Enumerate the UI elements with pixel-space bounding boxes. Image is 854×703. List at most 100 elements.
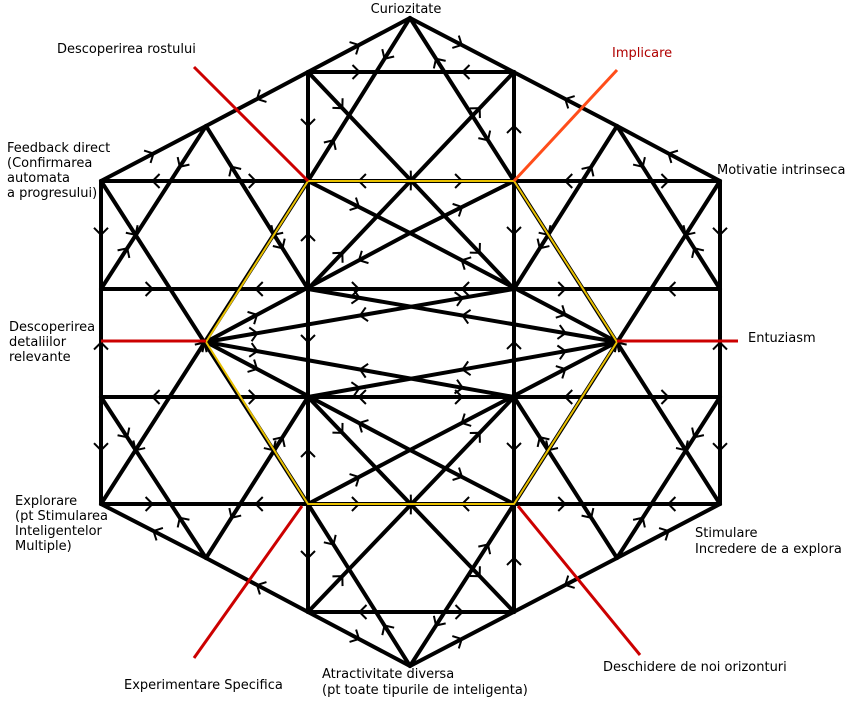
arrow-chevron	[255, 89, 267, 103]
arrow-chevron	[248, 173, 258, 189]
arrow-chevron	[581, 507, 595, 519]
arrow-chevron	[536, 238, 550, 250]
arrow-chevron	[228, 507, 242, 519]
lattice-edge-35	[512, 395, 619, 560]
arrow-chevron	[144, 496, 154, 512]
arrow-chevron	[563, 575, 575, 589]
pointer-implicare	[512, 68, 619, 183]
arrow-chevron	[255, 581, 267, 595]
arrow-chevron	[452, 635, 464, 649]
arrow-chevron	[667, 496, 677, 512]
arrow-chevron	[461, 308, 472, 325]
arrow-chevron	[658, 527, 670, 541]
arrow-chevron	[563, 95, 575, 109]
arrow-chevron	[461, 360, 472, 376]
label-stimulare: Stimulare Incredere de a explora	[695, 526, 842, 557]
arrow-chevron	[667, 149, 679, 164]
direction-arrows	[93, 35, 728, 649]
arrow-chevron	[563, 389, 573, 405]
label-feedback-line-4: a progresului)	[7, 186, 97, 201]
arrow-chevron	[682, 224, 696, 237]
arrow-chevron	[506, 124, 522, 134]
label-explorare-line-2: (pt Stimularea	[15, 509, 108, 524]
arrow-chevron	[332, 251, 344, 263]
arrow-chevron	[350, 289, 361, 305]
label-explorare: Explorare (pt Stimularea Inteligentelor …	[15, 494, 112, 554]
arrow-chevron	[247, 359, 259, 373]
pointer-deschidere-orizonturi	[516, 505, 642, 656]
arrow-chevron	[350, 381, 361, 397]
lattice-edge-27	[204, 124, 310, 291]
label-descoperirea-detaliilor: Descoperirea detaliilor relevante	[9, 320, 99, 365]
label-explorare-line-1: Explorare	[15, 494, 77, 509]
label-entuziasm: Entuziasm	[748, 331, 816, 346]
arrow-chevron	[300, 550, 316, 560]
lattice-edge-26	[99, 124, 208, 291]
arrow-chevron	[300, 118, 316, 128]
arrow-chevron	[117, 427, 131, 439]
arrow-chevron	[555, 304, 567, 319]
label-motivatie-intrinseca: Motivatie intrinseca	[717, 163, 845, 178]
arrow-chevron	[660, 173, 670, 189]
label-atractivitate-diversa: Atractivitate diversa (pt toate tipurile…	[322, 667, 528, 698]
arrow-chevron	[452, 35, 464, 49]
arrow-chevron	[453, 379, 465, 395]
arrow-chevron	[632, 516, 646, 528]
arrow-chevron	[93, 442, 109, 452]
arrow-chevron	[247, 310, 259, 325]
pointer-descoperirea-rostului	[192, 65, 310, 183]
arrow-chevron	[248, 389, 258, 405]
arrow-chevron	[323, 534, 337, 546]
label-descoperirea-rostului: Descoperirea rostului	[57, 42, 196, 57]
arrow-chevron	[351, 281, 361, 297]
arrow-chevron	[452, 202, 464, 217]
arrow-chevron	[691, 247, 705, 259]
arrow-chevron	[357, 389, 367, 405]
label-implicare: Implicare	[612, 46, 672, 61]
arrow-chevron	[152, 527, 164, 541]
label-deschidere-orizonturi: Deschidere de noi orizonturi	[603, 660, 787, 675]
arrow-chevron	[469, 566, 481, 578]
arrow-chevron	[228, 165, 242, 177]
label-feedback-line-3: automata	[7, 171, 70, 186]
pointer-experimentare-specifica	[192, 505, 304, 659]
arrow-chevron	[254, 496, 264, 512]
arrow-chevron	[151, 173, 161, 189]
arrow-chevron	[469, 107, 481, 119]
arrow-chevron	[125, 224, 139, 237]
arrow-chevron	[272, 238, 286, 250]
arrow-chevron	[712, 227, 728, 237]
arrow-chevron	[556, 344, 567, 360]
lattice-edge-18	[306, 16, 412, 183]
label-atractivitate-line-1: Atractivitate diversa	[322, 667, 454, 682]
label-explorare-line-3: Inteligentelor	[15, 524, 103, 539]
arrow-chevron	[323, 139, 337, 151]
label-stimulare-line-2: Incredere de a explora	[695, 542, 842, 557]
label-detalii-line-2: detaliilor	[9, 335, 67, 350]
arrow-chevron	[675, 440, 689, 452]
arrow-chevron	[349, 41, 361, 55]
arrow-chevron	[300, 448, 316, 458]
arrow-chevron	[381, 48, 395, 60]
arrow-chevron	[563, 173, 573, 189]
arrow-chevron	[461, 64, 471, 80]
arrow-chevron	[478, 130, 492, 142]
arrow-chevron	[460, 256, 472, 271]
arrow-chevron	[117, 247, 131, 259]
label-experimentare-specifica: Experimentare Specifica	[124, 678, 283, 693]
label-atractivitate-line-2: (pt toate tipurile de inteligenta)	[322, 683, 528, 698]
arrow-chevron	[300, 232, 316, 242]
label-curiozitate: Curiozitate	[371, 2, 442, 17]
arrow-chevron	[132, 440, 146, 452]
arrow-chevron	[478, 543, 492, 555]
arrow-chevron	[254, 281, 264, 297]
arrow-chevron	[506, 442, 522, 452]
arrow-chevron	[712, 442, 728, 452]
arrow-chevron	[667, 281, 677, 297]
lattice-edge-28	[99, 395, 208, 560]
arrow-chevron	[469, 431, 481, 443]
label-stimulare-line-1: Stimulare	[695, 526, 758, 541]
arrow-chevron	[349, 473, 361, 487]
label-feedback-direct: Feedback direct (Confirmarea automata a …	[7, 141, 114, 201]
